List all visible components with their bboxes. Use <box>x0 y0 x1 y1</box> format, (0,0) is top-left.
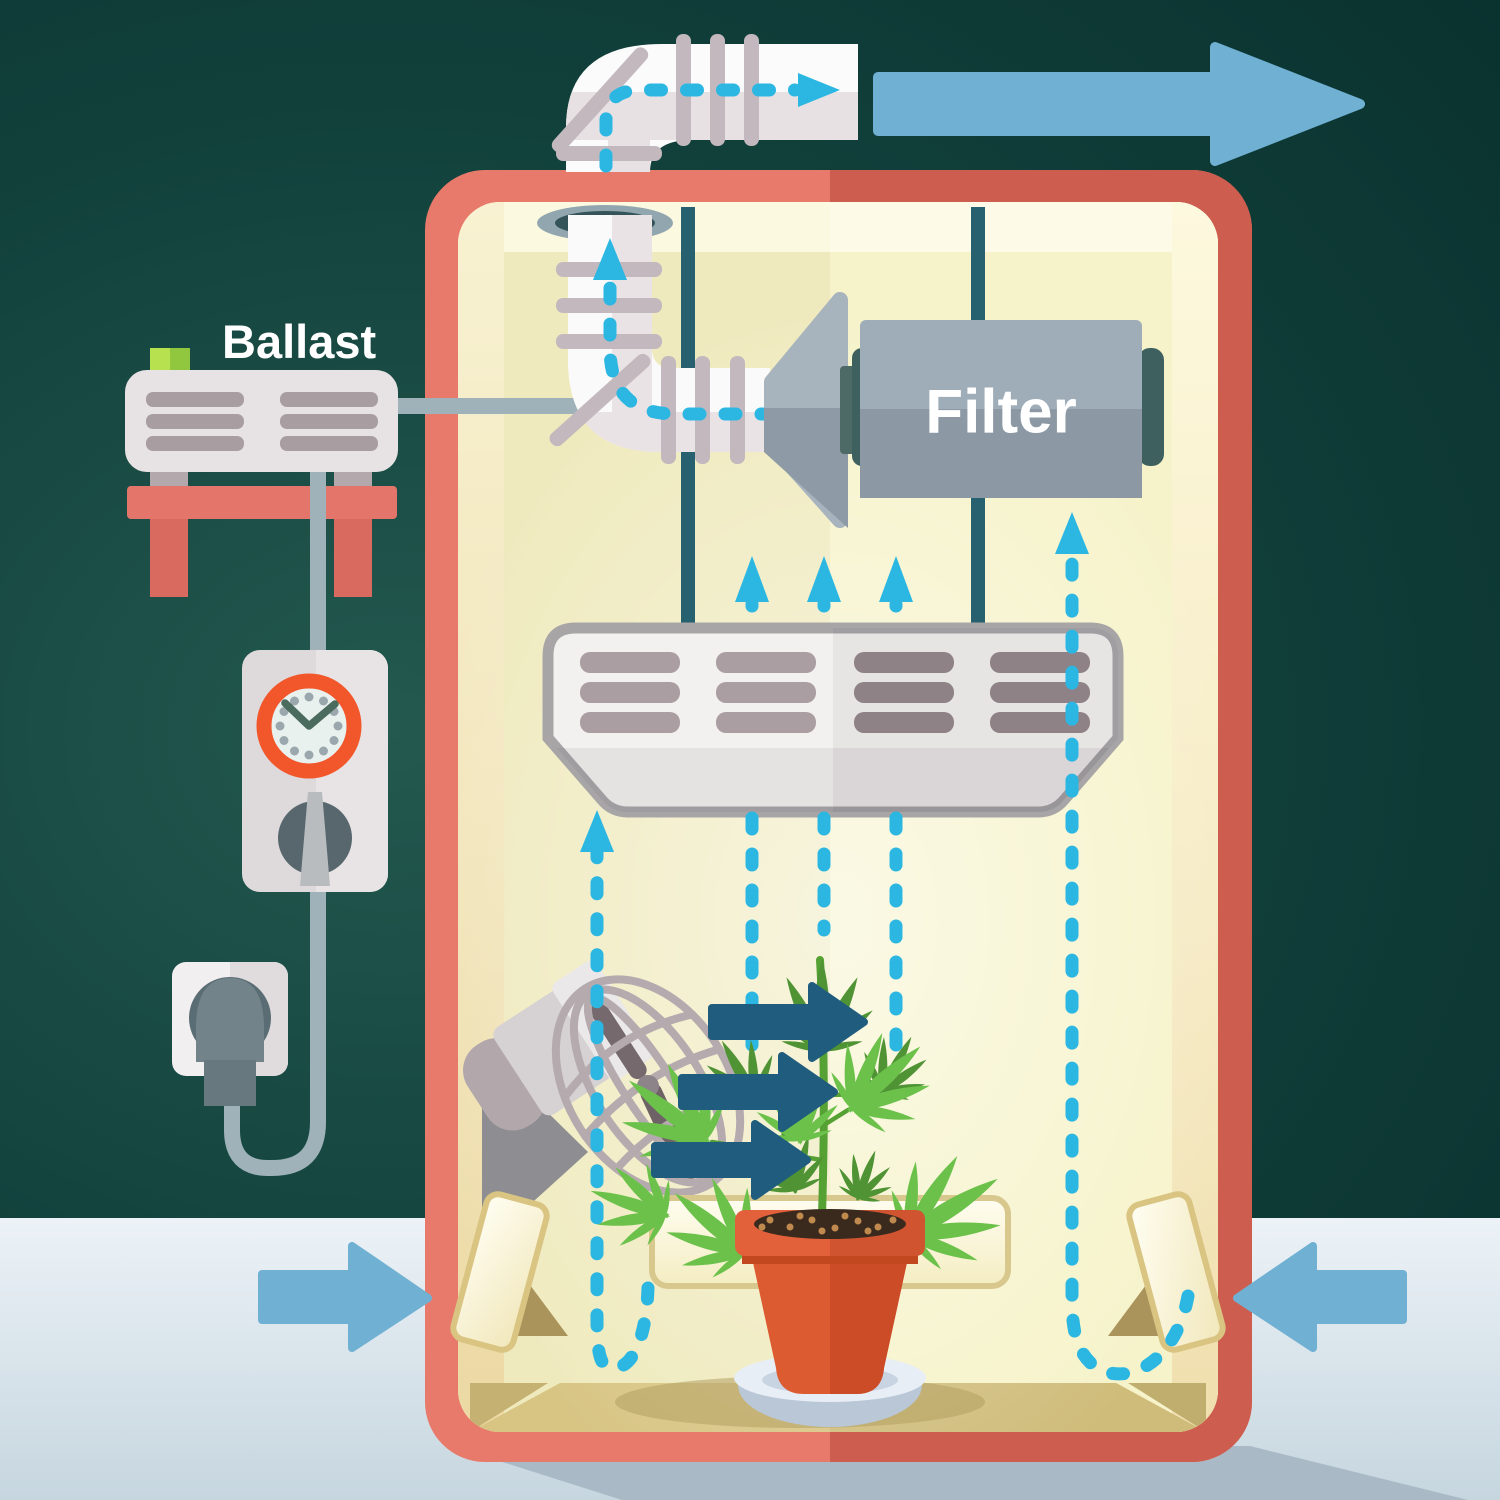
airflow-duct-dashes <box>593 238 779 421</box>
pot-soil <box>754 1209 906 1239</box>
power-cable <box>224 462 326 1176</box>
intake-vent-flap-left <box>450 1191 568 1353</box>
terracotta-pot <box>735 1209 925 1394</box>
ballast-unit <box>125 348 398 472</box>
filter-label: Filter <box>925 378 1077 447</box>
intake-vent-flap-right <box>1108 1191 1226 1353</box>
power-plug <box>196 978 264 1106</box>
exhaust-arrow <box>873 42 1365 166</box>
airflow-arrowhead-left <box>580 810 614 852</box>
fan-airflow-arrows <box>651 982 868 1200</box>
ballast-label: Ballast <box>222 315 376 368</box>
timer-clock <box>242 650 388 892</box>
grow-lamp-hood <box>542 622 1124 818</box>
airflow-arrowhead-right <box>1055 512 1089 554</box>
ballast-vents-icon <box>146 392 378 451</box>
ballast-indicator-icon <box>150 348 170 372</box>
exhaust-duct-exterior <box>551 34 858 173</box>
carbon-filter: Filter <box>852 320 1164 498</box>
ballast-bench <box>127 468 397 597</box>
airflow-down-dashes <box>745 811 903 1063</box>
airflow-up-arrowheads <box>735 556 913 602</box>
intake-arrow-right <box>1233 1242 1407 1352</box>
clock-hands-icon <box>281 699 339 730</box>
intake-arrow-left <box>258 1242 432 1352</box>
airflow-side-dashes <box>590 543 1195 1381</box>
lamp-vents-icon <box>580 652 1090 733</box>
